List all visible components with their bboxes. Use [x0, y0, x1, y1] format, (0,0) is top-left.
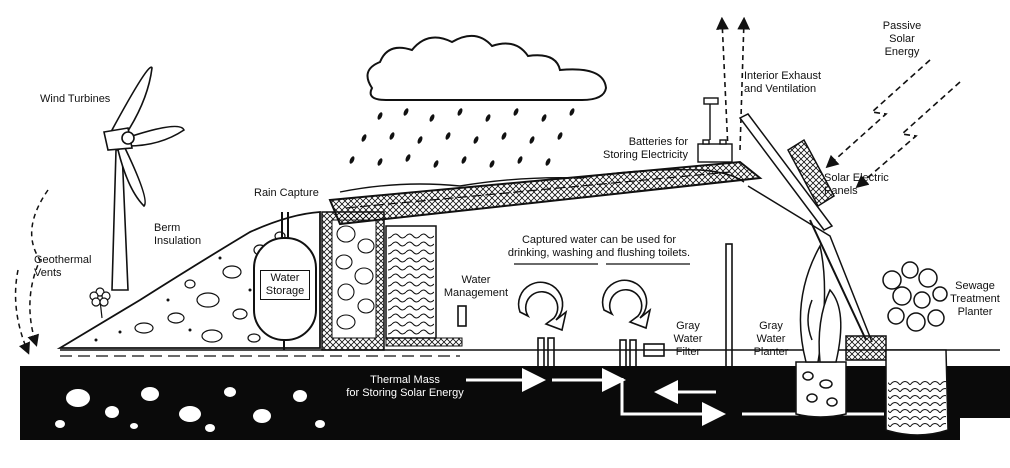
label-sewage-line1: Sewage	[955, 280, 995, 292]
label-water-management: Water Management	[436, 274, 516, 300]
label-gray-filter-line2: Water	[673, 333, 703, 345]
label-batteries-line2: Storing Electricity	[603, 149, 688, 161]
label-thermal-line2: for Storing Solar Energy	[346, 387, 464, 399]
label-captured-line1: Captured water can be used for	[521, 234, 677, 246]
label-gray-planter-line1: Gray	[759, 320, 783, 332]
label-rain-capture: Rain Capture	[254, 187, 319, 199]
flower	[89, 287, 111, 319]
label-interior-exhaust-line2: and Ventilation	[744, 83, 817, 95]
label-water-storage-line1: Water	[270, 272, 300, 284]
cloud	[366, 35, 608, 101]
label-gray-water-filter: Gray Water Filter	[668, 320, 708, 359]
label-sewage-line3: Planter	[957, 306, 993, 318]
label-gray-planter-line2: Water	[756, 333, 786, 345]
label-berm-line1: Berm	[154, 222, 181, 234]
label-gray-filter-line1: Gray	[676, 320, 700, 332]
label-passive-solar: Passive Solar Energy	[872, 20, 932, 59]
label-berm-insulation: Berm Insulation	[154, 222, 201, 248]
exhaust-arrows	[716, 16, 751, 151]
label-gray-water-planter: Gray Water Planter	[746, 320, 796, 359]
label-water-management-line2: Management	[443, 287, 509, 299]
tire-wall	[385, 225, 463, 347]
geothermal-arrows	[14, 189, 49, 355]
label-solar-panels-line1: Solar Electric	[824, 172, 889, 184]
label-passive-solar-line2: Solar	[889, 33, 915, 45]
gray-water-planter	[795, 243, 847, 418]
label-berm-line2: Insulation	[154, 235, 202, 247]
solar-panels	[738, 113, 867, 341]
circulation-arrows	[517, 279, 652, 332]
label-passive-solar-line1: Passive	[882, 20, 922, 32]
label-passive-solar-line3: Energy	[884, 46, 920, 58]
label-captured-line2: drinking, washing and flushing toilets.	[507, 247, 691, 259]
label-geothermal-vents: Geothermal Vents	[34, 254, 91, 280]
label-gray-planter-line3: Planter	[753, 346, 789, 358]
label-sewage-treatment: Sewage Treatment Planter	[944, 280, 1006, 319]
label-thermal-line1: Thermal Mass	[370, 374, 440, 386]
label-solar-panels-line2: Panels	[824, 185, 858, 197]
sewage-treatment-planter	[882, 261, 949, 436]
label-interior-exhaust-line1: Interior Exhaust	[744, 70, 822, 82]
label-geothermal-line1: Geothermal	[34, 254, 92, 266]
label-wind-turbines: Wind Turbines	[40, 93, 111, 105]
batteries	[697, 97, 733, 163]
label-thermal-mass: Thermal Mass for Storing Solar Energy	[330, 374, 480, 400]
wind-turbine	[103, 66, 185, 291]
label-solar-panels: Solar Electric Panels	[824, 172, 889, 198]
rain-drops	[349, 108, 575, 168]
stone-wall	[321, 211, 385, 351]
label-geothermal-line2: Vents	[34, 267, 62, 279]
label-gray-filter-line3: Filter	[675, 346, 701, 358]
roof	[328, 160, 763, 226]
front-glazing	[747, 185, 887, 361]
label-batteries: Batteries for Storing Electricity	[578, 136, 688, 162]
label-water-storage-line2: Storage	[265, 285, 305, 297]
label-water-storage: Water Storage	[260, 270, 310, 300]
passive-solar-arrows	[825, 59, 961, 189]
label-sewage-line2: Treatment	[950, 293, 1000, 305]
label-batteries-line1: Batteries for	[628, 136, 688, 148]
label-captured-water: Captured water can be used for drinking,…	[486, 234, 712, 260]
label-interior-exhaust: Interior Exhaust and Ventilation	[744, 70, 821, 96]
label-water-management-line1: Water	[461, 274, 491, 286]
ground-thermal-mass	[20, 366, 1010, 440]
